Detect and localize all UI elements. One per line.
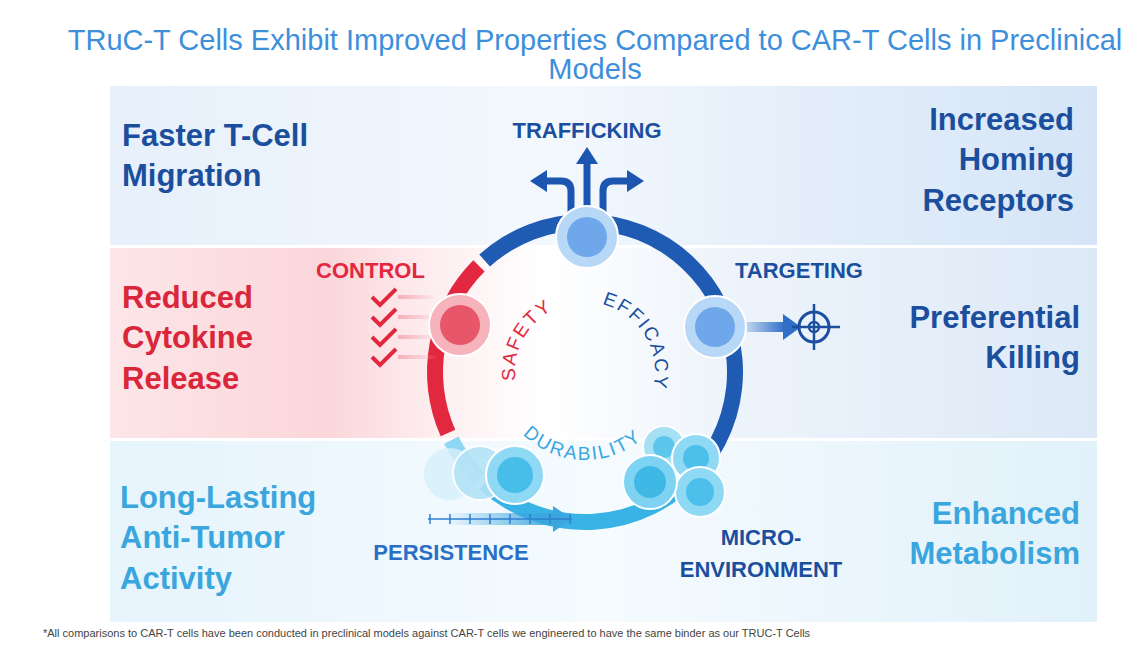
persistence-arrow: [445, 513, 555, 525]
trafficking-arrow: [545, 181, 571, 214]
tumor-cell-nucleus: [653, 436, 675, 458]
arrow-head: [530, 170, 547, 192]
arrow-head: [553, 506, 572, 532]
benefit-heading: Faster T-Cell Migration: [122, 116, 352, 197]
t-cell: [486, 446, 544, 504]
t-cell-ghost: [424, 448, 476, 500]
benefit-band: Long-Lasting Anti-Tumor ActivityPERSISTE…: [110, 441, 1097, 622]
ring-segment: [479, 214, 743, 469]
property-label: TARGETING: [713, 258, 885, 284]
tumor-cell-nucleus: [683, 445, 709, 471]
tumor-cell: [623, 455, 677, 509]
benefit-heading: Preferential Killing: [870, 298, 1080, 379]
tumor-cell-nucleus: [686, 478, 714, 506]
benefit-heading: Reduced Cytokine Release: [122, 278, 312, 399]
ring-label: SAFETY: [498, 295, 556, 381]
time-tick: [569, 514, 571, 524]
ring-label: EFFICACY: [601, 288, 673, 392]
crosshair: [792, 326, 840, 329]
arrow-head: [576, 147, 598, 164]
footnote: *All comparisons to CAR-T cells have bee…: [43, 627, 1103, 640]
crosshair: [813, 304, 816, 350]
check-mark: [372, 309, 396, 325]
cycle-ring: [427, 214, 743, 530]
t-cell-nucleus: [567, 217, 607, 257]
time-tick: [549, 514, 551, 524]
ring-segment: [444, 436, 484, 483]
arrow-head: [627, 170, 644, 192]
tumor-cell-nucleus: [634, 466, 666, 498]
check-trail: [398, 315, 438, 319]
check-trail: [398, 355, 438, 359]
crosshair: [809, 322, 819, 332]
time-tick: [489, 514, 491, 524]
property-label: CONTROL: [298, 258, 443, 284]
benefit-band: Faster T-Cell Migration TRAFFICKING Increa…: [110, 86, 1097, 245]
check-trail: [398, 295, 438, 299]
t-cell: [429, 294, 491, 356]
ring-label: DURABILITY: [520, 421, 645, 464]
t-cell-nucleus: [497, 457, 533, 493]
property-label: TRAFFICKING: [487, 118, 687, 144]
property-label: MICRO- ENVIRONMENT: [664, 522, 858, 586]
time-tick: [529, 514, 531, 524]
tumor-cell: [672, 434, 720, 482]
time-tick: [449, 514, 451, 524]
t-cell: [556, 206, 618, 268]
trafficking-arrow: [584, 162, 591, 212]
benefit-band: Reduced Cytokine ReleaseCONTROL TARGETING…: [110, 248, 1097, 438]
t-cell-ghost: [453, 446, 507, 500]
diagram-title: TRuC-T Cells Exhibit Improved Properties…: [45, 26, 1145, 84]
t-cell-nucleus: [695, 307, 735, 347]
trafficking-arrow: [603, 181, 629, 214]
time-tick: [469, 514, 471, 524]
time-ticks: [430, 514, 570, 524]
check-trail: [398, 335, 438, 339]
arrow-head: [783, 314, 801, 340]
cycle-circle: SAFETY EFFICACY DURABILITY: [435, 222, 735, 522]
benefit-heading: Long-Lasting Anti-Tumor Activity: [120, 478, 355, 599]
tumor-cell: [675, 467, 725, 517]
check-mark: [372, 289, 396, 305]
time-axis: [428, 518, 572, 520]
t-cell-nucleus: [440, 305, 480, 345]
check-mark: [372, 349, 396, 365]
check-mark: [372, 329, 396, 345]
property-label: PERSISTENCE: [356, 540, 546, 566]
ring-segment: [479, 465, 704, 530]
benefit-heading: Enhanced Metabolism: [870, 494, 1080, 575]
tumor-cell: [643, 426, 685, 468]
crosshair: [799, 312, 829, 342]
cycle-circle-text-layer: SAFETY EFFICACY DURABILITY: [435, 222, 735, 522]
targeting-arrow: [745, 322, 785, 332]
time-tick: [429, 514, 431, 524]
benefit-heading: Increased Homing Receptors: [864, 100, 1074, 221]
t-cell: [684, 296, 746, 358]
ring-segment: [427, 260, 485, 436]
time-tick: [509, 514, 511, 524]
